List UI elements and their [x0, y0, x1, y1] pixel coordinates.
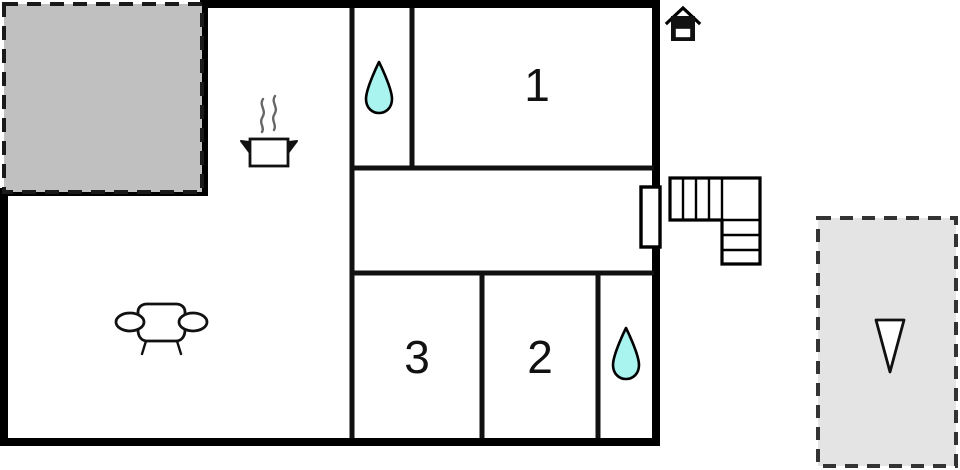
steam-line-right — [271, 94, 278, 132]
pot-body — [248, 137, 290, 168]
house-door-icon — [674, 27, 692, 39]
water-drop-icon — [364, 60, 394, 115]
entry-door — [639, 185, 662, 249]
room-number-1: 1 — [524, 59, 550, 111]
room-number-3: 3 — [404, 331, 430, 383]
living-sofa-icon — [114, 302, 209, 356]
water-drop-icon — [611, 326, 641, 381]
sofa-leg-right — [175, 339, 183, 356]
sofa-armrest-right — [177, 311, 209, 333]
sofa-armrest-left — [114, 311, 146, 333]
plot-tree-icon — [874, 318, 906, 374]
bathroom-drop-bottom — [611, 326, 641, 381]
kitchen-pot-icon — [240, 94, 298, 168]
terrace-area — [2, 2, 204, 194]
door-icon — [639, 185, 662, 249]
sofa-leg-left — [140, 339, 148, 356]
bathroom-drop-top — [364, 60, 394, 115]
room-number-2: 2 — [527, 331, 553, 383]
steam-line-left — [259, 97, 266, 134]
entrance-house-icon — [664, 5, 702, 41]
staircase — [668, 176, 762, 266]
staircase-outline — [668, 176, 762, 266]
